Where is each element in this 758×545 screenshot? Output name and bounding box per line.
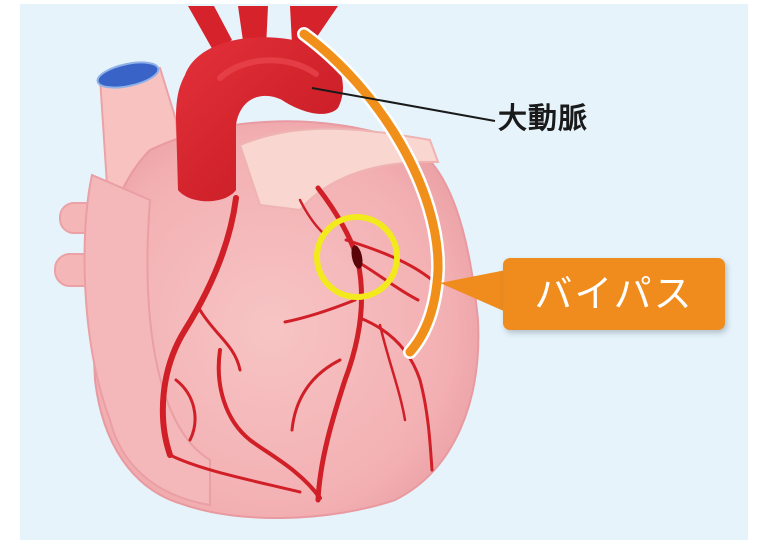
bypass-label: バイパス bbox=[534, 272, 693, 316]
bypass-label-box: バイパス bbox=[503, 258, 725, 330]
aorta-label: 大動脈 bbox=[498, 101, 588, 135]
